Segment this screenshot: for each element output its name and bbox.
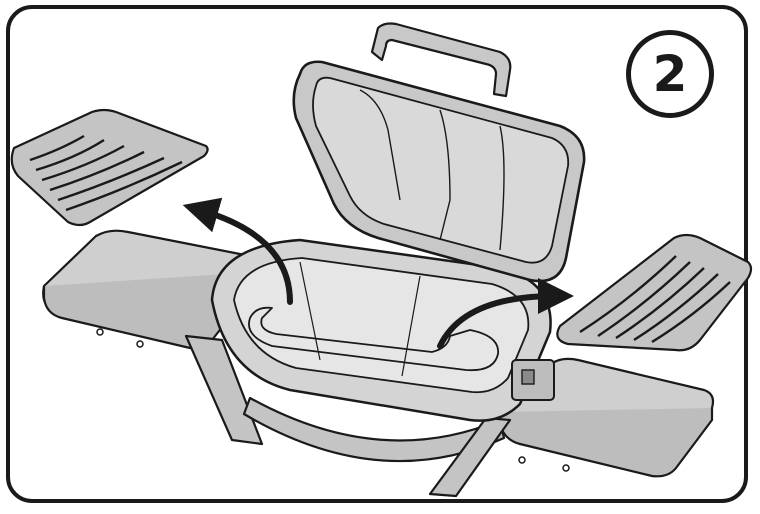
left-arrow-icon	[182, 197, 293, 305]
step-number: 2	[652, 45, 688, 103]
step-badge: 2	[626, 30, 714, 118]
grill-stand	[184, 334, 512, 498]
grill-lid	[292, 22, 586, 283]
grill-body	[210, 238, 555, 422]
right-arrow-icon	[437, 278, 574, 349]
left-cooking-grate	[10, 108, 209, 227]
left-side-table	[42, 229, 260, 350]
right-cooking-grate	[556, 233, 753, 352]
